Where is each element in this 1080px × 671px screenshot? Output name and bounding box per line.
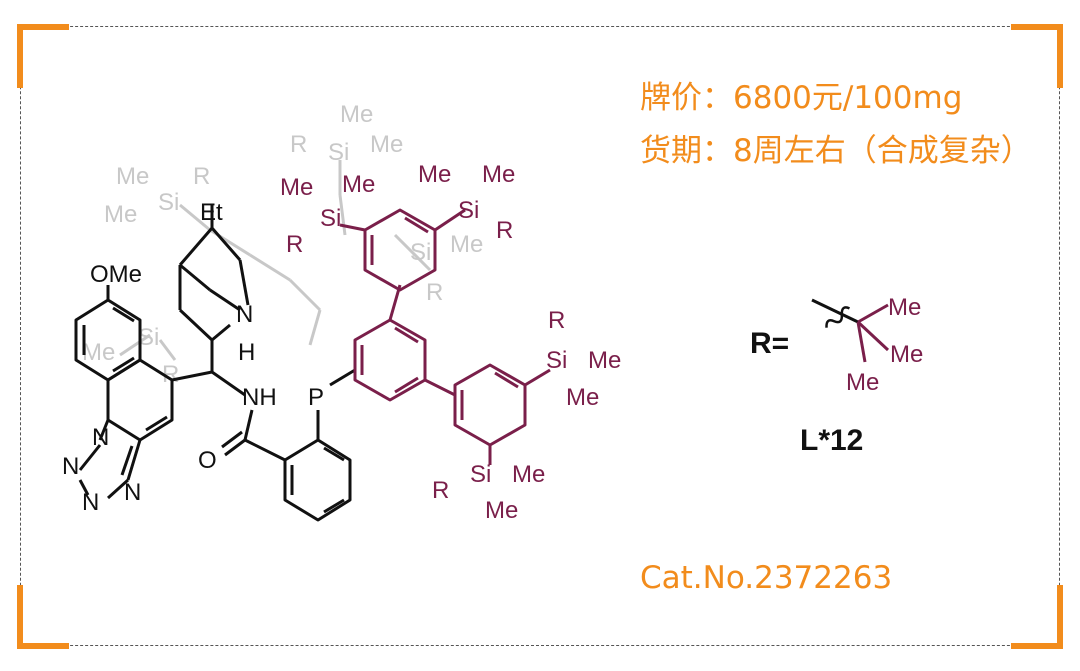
svg-text:Me: Me bbox=[888, 294, 921, 321]
ghost-atom-labels: Me R Me Si Me R Si Me Si Me R Si Me R bbox=[82, 101, 483, 388]
svg-text:Si: Si bbox=[328, 139, 349, 166]
catalog-number: Cat.No.2372263 bbox=[640, 560, 893, 596]
atom-n3: N bbox=[82, 489, 99, 516]
silyl-aryl-bonds bbox=[339, 208, 551, 465]
tert-butyl-structure: Me Me Me bbox=[811, 294, 923, 396]
svg-text:R: R bbox=[286, 231, 303, 258]
svg-text:Si: Si bbox=[138, 324, 159, 351]
svg-text:R: R bbox=[193, 163, 210, 190]
corner-bracket-top-left bbox=[17, 24, 69, 88]
svg-text:Me: Me bbox=[890, 341, 923, 368]
svg-text:R: R bbox=[432, 477, 449, 504]
svg-text:R: R bbox=[290, 131, 307, 158]
svg-text:Me: Me bbox=[340, 101, 373, 128]
ligand-name: L*12 bbox=[800, 424, 863, 457]
atom-h: H bbox=[238, 339, 255, 366]
svg-text:Me: Me bbox=[104, 201, 137, 228]
svg-text:Si: Si bbox=[320, 205, 341, 232]
svg-text:R: R bbox=[496, 217, 513, 244]
svg-text:Me: Me bbox=[82, 339, 115, 366]
svg-text:Me: Me bbox=[512, 461, 545, 488]
atom-n1: N bbox=[92, 424, 109, 451]
silyl-atom-labels: Me Me Si R Me Me Si R R Si Me Me R Si Me… bbox=[280, 161, 621, 524]
svg-text:Si: Si bbox=[458, 197, 479, 224]
atom-p: P bbox=[308, 384, 324, 411]
svg-text:Me: Me bbox=[342, 171, 375, 198]
atom-et: Et bbox=[200, 199, 223, 226]
svg-text:R: R bbox=[426, 279, 443, 306]
atom-ome: OMe bbox=[90, 261, 142, 288]
atom-n-quinuclidine: N bbox=[236, 301, 253, 328]
price-text: 牌价：6800元/100mg bbox=[640, 80, 963, 116]
svg-text:Me: Me bbox=[370, 131, 403, 158]
svg-text:Me: Me bbox=[482, 161, 515, 188]
svg-text:Me: Me bbox=[280, 174, 313, 201]
svg-text:Si: Si bbox=[546, 347, 567, 374]
atom-n4: N bbox=[124, 479, 141, 506]
corner-bracket-top-right bbox=[1011, 24, 1063, 88]
svg-text:Me: Me bbox=[846, 369, 879, 396]
main-atom-labels: OMe Et N H NH O P N N N N bbox=[62, 199, 324, 516]
main-skeleton-bonds bbox=[74, 205, 356, 522]
svg-text:Me: Me bbox=[566, 384, 599, 411]
atom-o: O bbox=[198, 447, 217, 474]
svg-text:Me: Me bbox=[116, 163, 149, 190]
corner-bracket-bottom-right bbox=[1011, 585, 1063, 649]
svg-text:Me: Me bbox=[418, 161, 451, 188]
dashed-frame bbox=[20, 26, 1060, 646]
ghost-silyl-groups bbox=[119, 160, 432, 361]
svg-text:R: R bbox=[548, 307, 565, 334]
corner-bracket-bottom-left bbox=[17, 585, 69, 649]
svg-text:Si: Si bbox=[470, 461, 491, 488]
svg-text:Si: Si bbox=[410, 239, 431, 266]
atom-nh: NH bbox=[242, 384, 277, 411]
svg-text:Si: Si bbox=[158, 189, 179, 216]
svg-text:R: R bbox=[162, 361, 179, 388]
svg-text:Me: Me bbox=[588, 347, 621, 374]
atom-n2: N bbox=[62, 453, 79, 480]
svg-text:Me: Me bbox=[450, 231, 483, 258]
r-definition-label: R= bbox=[750, 327, 789, 360]
svg-text:Me: Me bbox=[485, 497, 518, 524]
lead-time-text: 货期：8周左右（合成复杂） bbox=[640, 133, 1032, 169]
